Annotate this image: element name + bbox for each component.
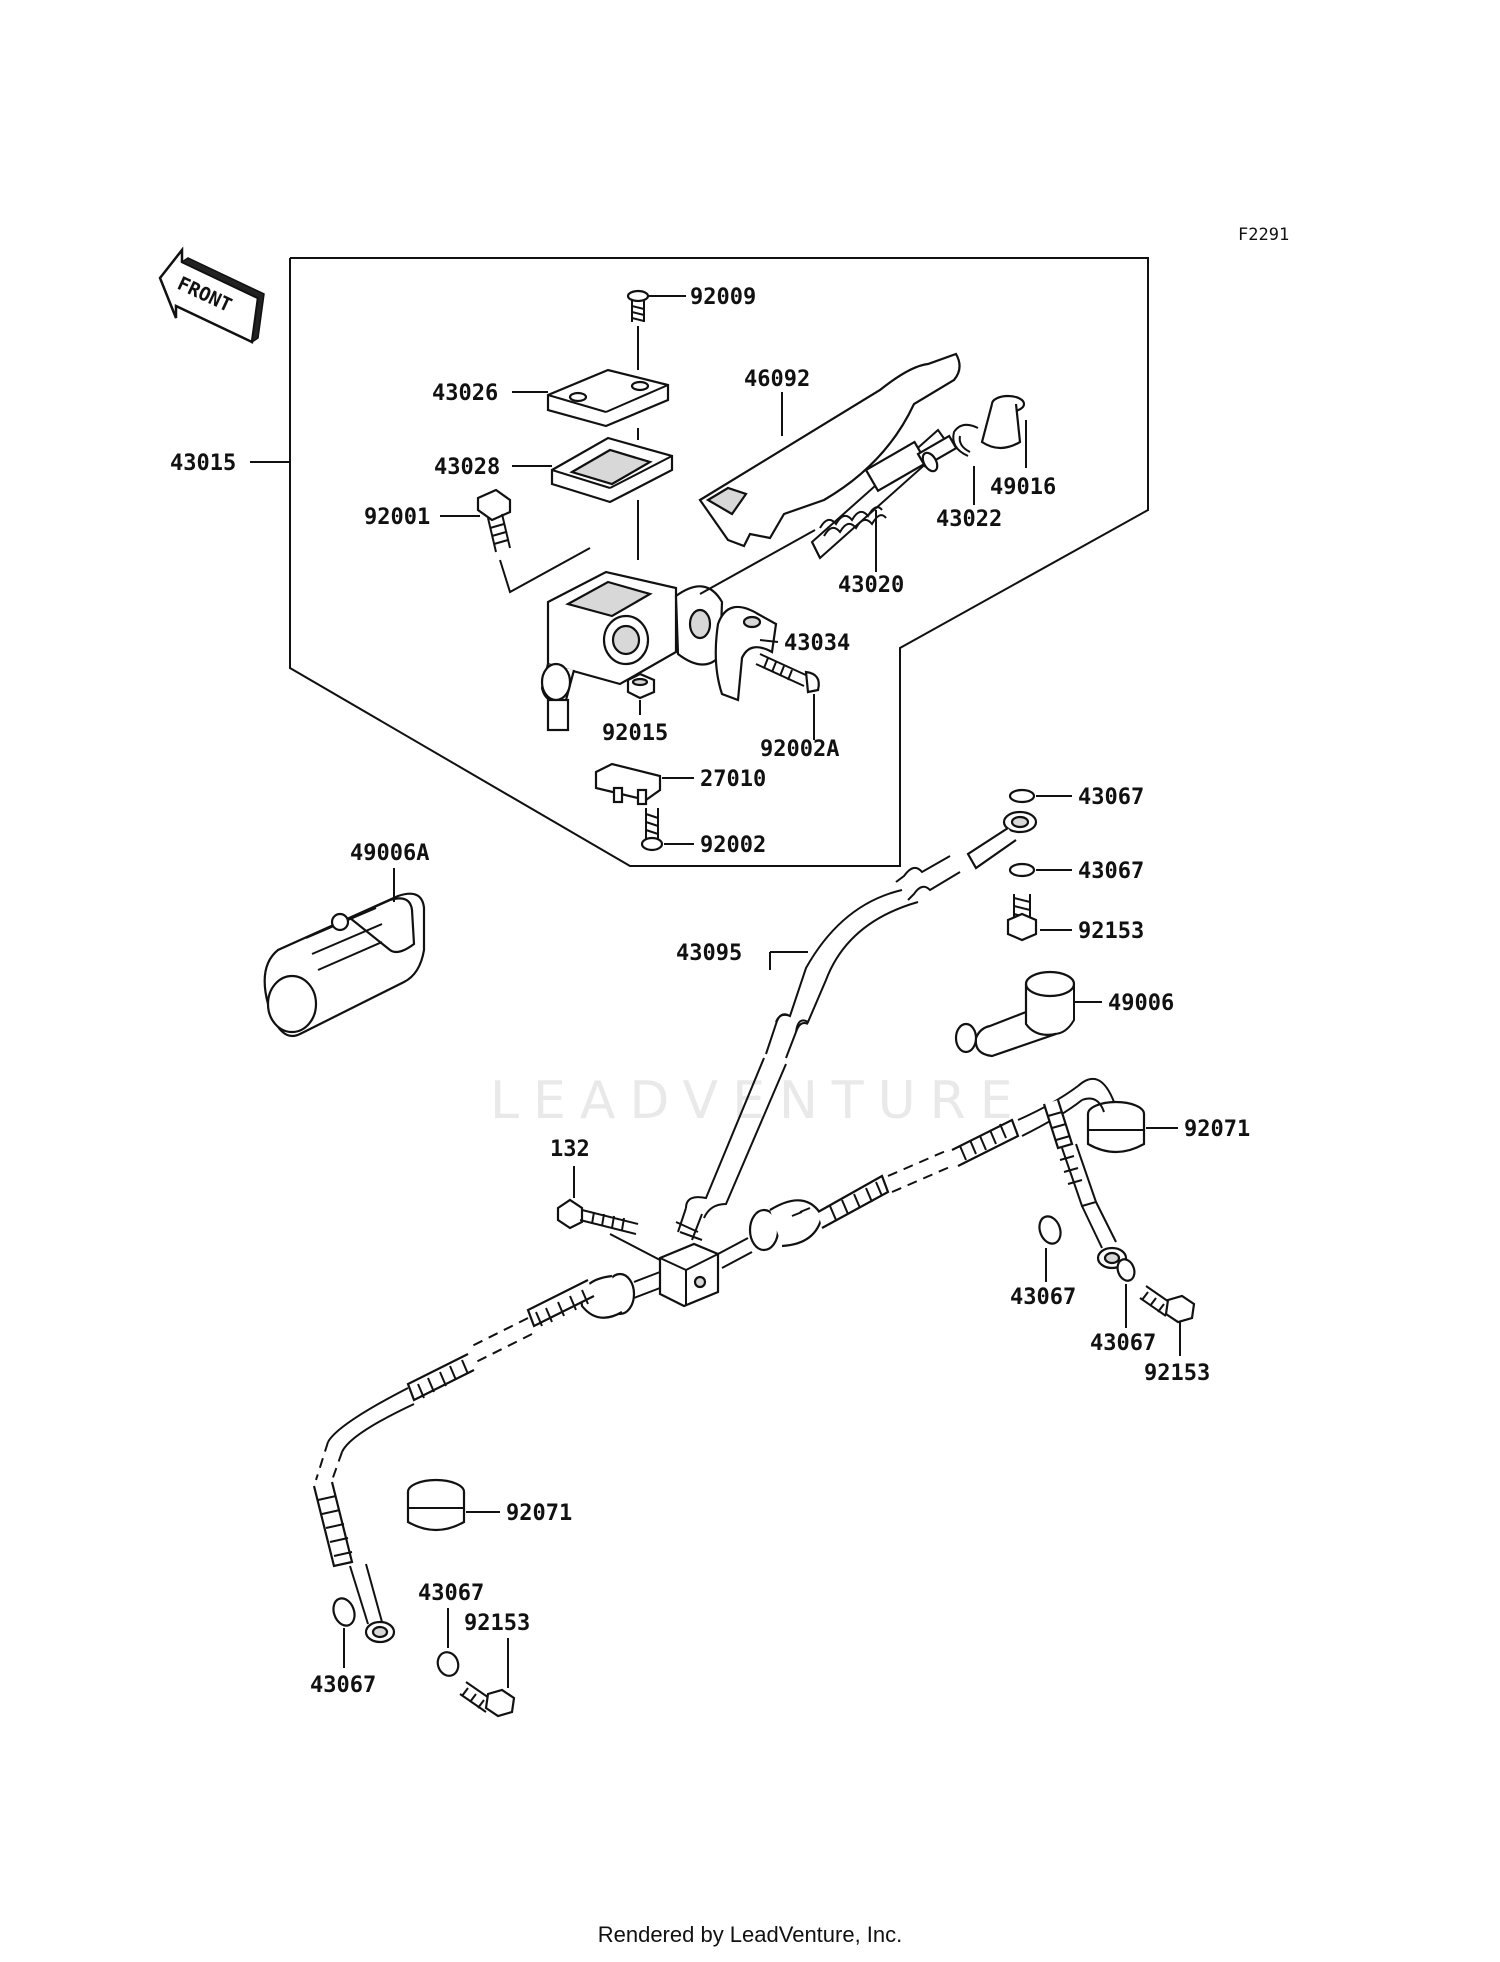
lever-46092 [698,352,961,548]
boot-49016 [980,394,1026,450]
cover-49006 [954,970,1076,1058]
callout-43067-f: 43067 [310,1673,376,1698]
washer-43067-left-2 [436,1651,460,1677]
bolt-92153-right [1139,1285,1196,1324]
callout-43067-b: 43067 [1078,859,1144,884]
callout-43067-e: 43067 [418,1581,484,1606]
clamp-43034 [714,605,778,702]
circlip-43022 [952,423,979,457]
bolt-92002A [755,653,820,694]
bolt-92153-left [459,1681,516,1718]
watermark-text: LEADVENTURE [490,1071,1027,1131]
washer-43067-top-2 [1008,862,1036,878]
assembly-outline [289,257,1149,867]
callout-92071-a: 92071 [1184,1117,1250,1142]
master-cylinder-body [540,570,724,732]
callout-49006A: 49006A [350,841,429,866]
callout-49016: 49016 [990,475,1056,500]
callout-132: 132 [550,1137,590,1162]
callout-27010: 27010 [700,767,766,792]
piston-kit-43020 [810,428,958,560]
callout-92001: 92001 [364,505,430,530]
callout-46092: 46092 [744,367,810,392]
callout-92002: 92002 [700,833,766,858]
junction-block [658,1242,720,1308]
callout-92153-c: 92153 [464,1611,530,1636]
callout-43015: 43015 [170,451,236,476]
callout-43034: 43034 [784,631,850,656]
washer-43067-right-2 [1116,1258,1136,1282]
callout-43067-c: 43067 [1010,1285,1076,1310]
bolt-92001 [476,488,512,553]
callout-43028: 43028 [434,455,500,480]
callout-92153-b: 92153 [1144,1361,1210,1386]
nut-92015 [626,672,656,700]
diaphragm-43028 [550,436,674,504]
grommet-92071-left [406,1478,466,1532]
washer-43067-left-1 [332,1597,356,1627]
cover-49006A [263,892,426,1037]
callout-43026: 43026 [432,381,498,406]
callout-43067-d: 43067 [1090,1331,1156,1356]
washer-43067-top-1 [1008,788,1036,804]
screw-92009 [626,289,650,322]
callout-92009: 92009 [690,285,756,310]
washer-43067-right-1 [1038,1215,1062,1245]
callout-92015: 92015 [602,721,668,746]
front-arrow-icon: FRONT [158,246,265,344]
brake-line-right [717,1077,1128,1270]
callout-43067-a: 43067 [1078,785,1144,810]
bolt-92153-upper [1006,894,1038,942]
hose-43095 [675,855,961,1241]
reservoir-cap-43026 [546,368,670,428]
callout-49006: 49006 [1108,991,1174,1016]
brake-line-left [312,1271,661,1644]
callout-43022: 43022 [936,507,1002,532]
figure-code: F2291 [1238,225,1289,245]
switch-27010 [594,762,662,806]
callout-92071-b: 92071 [506,1501,572,1526]
callout-43020: 43020 [838,573,904,598]
banjo-upper [966,810,1038,870]
grommet-92071-right [1086,1100,1146,1154]
screw-92002 [640,808,664,852]
footer-credit: Rendered by LeadVenture, Inc. [597,1922,903,1947]
callout-43095: 43095 [676,941,742,966]
callout-92153-a: 92153 [1078,919,1144,944]
callout-92002A: 92002A [760,737,839,762]
bolt-132 [556,1198,639,1235]
